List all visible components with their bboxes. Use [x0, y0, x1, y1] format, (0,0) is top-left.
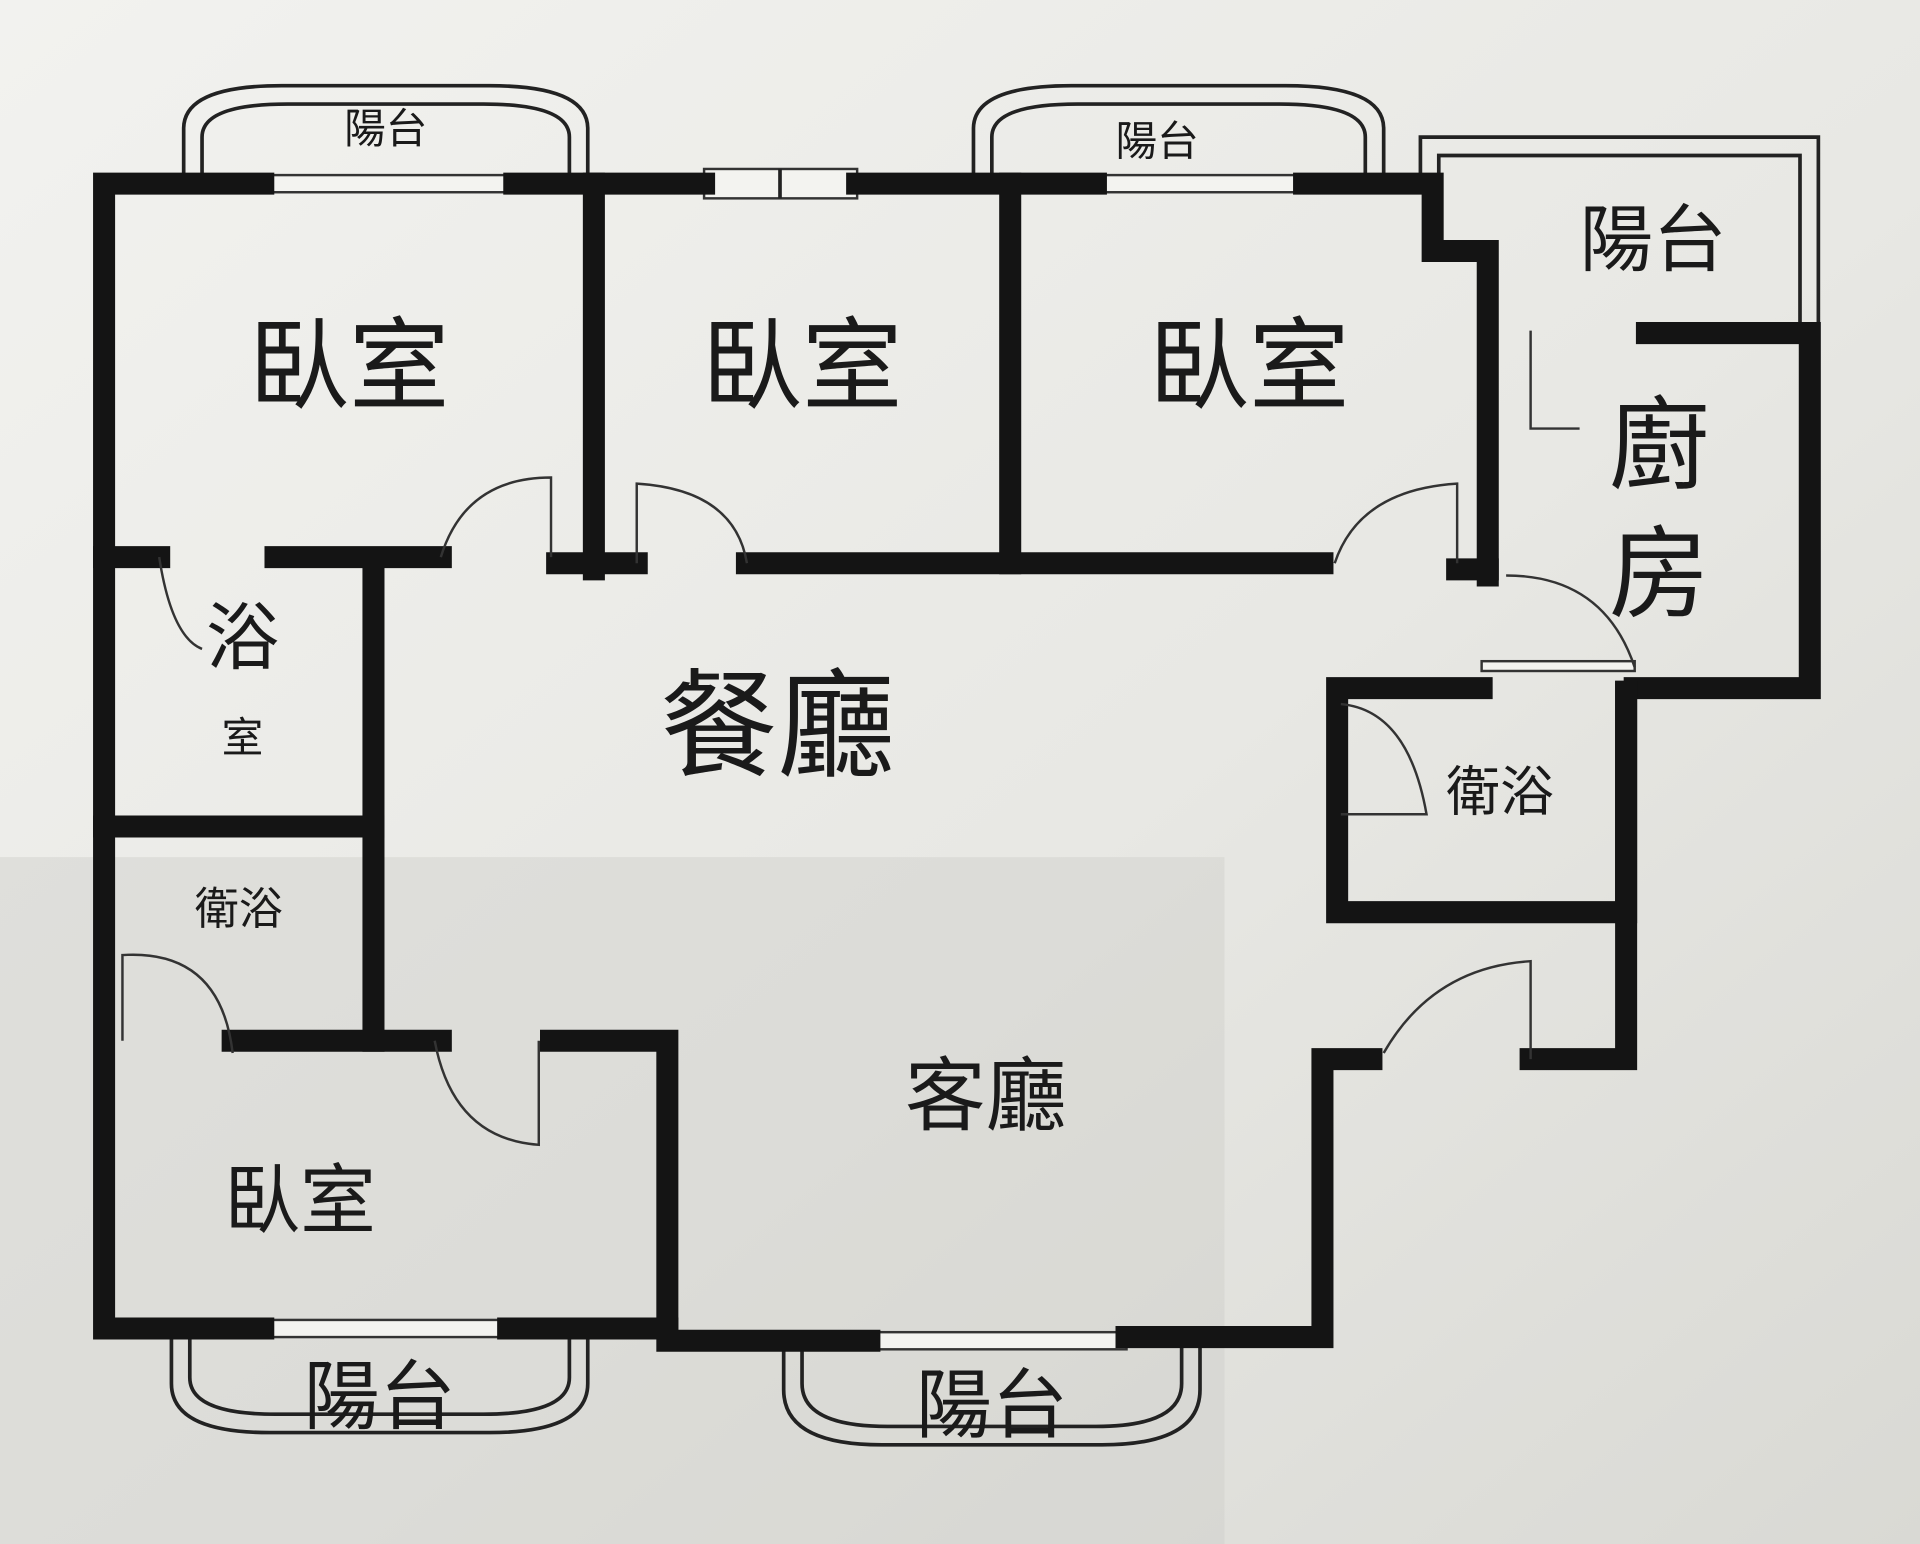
- bathroom-label-char-2: 室: [222, 713, 264, 762]
- bedroom-label-1: 臥室: [249, 308, 450, 425]
- kitchen-label-char-1: 廚: [1609, 387, 1709, 504]
- bathroom-label-left-bottom: 衛浴: [195, 884, 283, 935]
- bathroom-label-char-1: 浴: [206, 596, 279, 681]
- balcony-label-bottom-left: 陽台: [304, 1353, 456, 1441]
- balcony-label-bottom-middle: 陽台: [916, 1362, 1068, 1450]
- windows: [262, 167, 1636, 1351]
- living-room-label: 客廳: [905, 1050, 1067, 1144]
- kitchen-label-char-2: 房: [1609, 516, 1709, 633]
- bathroom-label-right: 衛浴: [1446, 761, 1554, 824]
- bedroom-label-2: 臥室: [702, 308, 903, 425]
- door-swings: [121, 330, 1636, 1147]
- shadow-region: [0, 857, 1225, 1544]
- balcony-outlines: [169, 83, 1821, 1447]
- balcony-label-top-right: 陽台: [1580, 198, 1727, 283]
- bedroom-label-4: 臥室: [224, 1157, 376, 1245]
- balcony-label-top-left: 陽台: [344, 104, 427, 153]
- bedroom-label-3: 臥室: [1149, 308, 1350, 425]
- balcony-label-top-middle: 陽台: [1116, 116, 1199, 165]
- dining-room-label: 餐廳: [660, 658, 895, 795]
- walls: [93, 172, 1821, 1352]
